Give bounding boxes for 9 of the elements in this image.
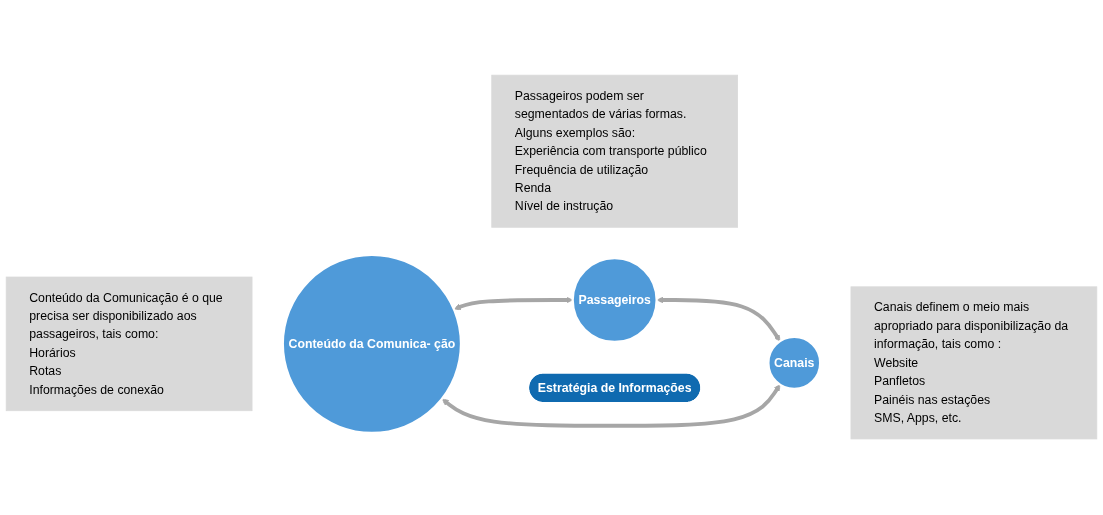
node-box: Passageiros podem ser segmentados de várias formas. Alguns exemplos são: Experiência com transporte público Frequência de utilização Renda Nível de instrução [491,75,738,229]
node-circle: Canais [767,336,822,391]
node-box: Canais definem o meio mais apropriado para disponibilização da informação, tais como : Website Panfletos Painéis nas estações SMS, Apps, etc. [850,286,1098,440]
node-circle: Passageiros [571,257,658,344]
node-circle: Conteúdo da Comunica- ção [281,254,463,435]
arrow [454,297,573,311]
arrow [441,384,781,429]
arrow [656,297,781,342]
node-box: Conteúdo da Comunicação é o que precisa ser disponibilizado aos passageiros, tais como: Horários Rotas Informações de conexão [5,277,253,412]
